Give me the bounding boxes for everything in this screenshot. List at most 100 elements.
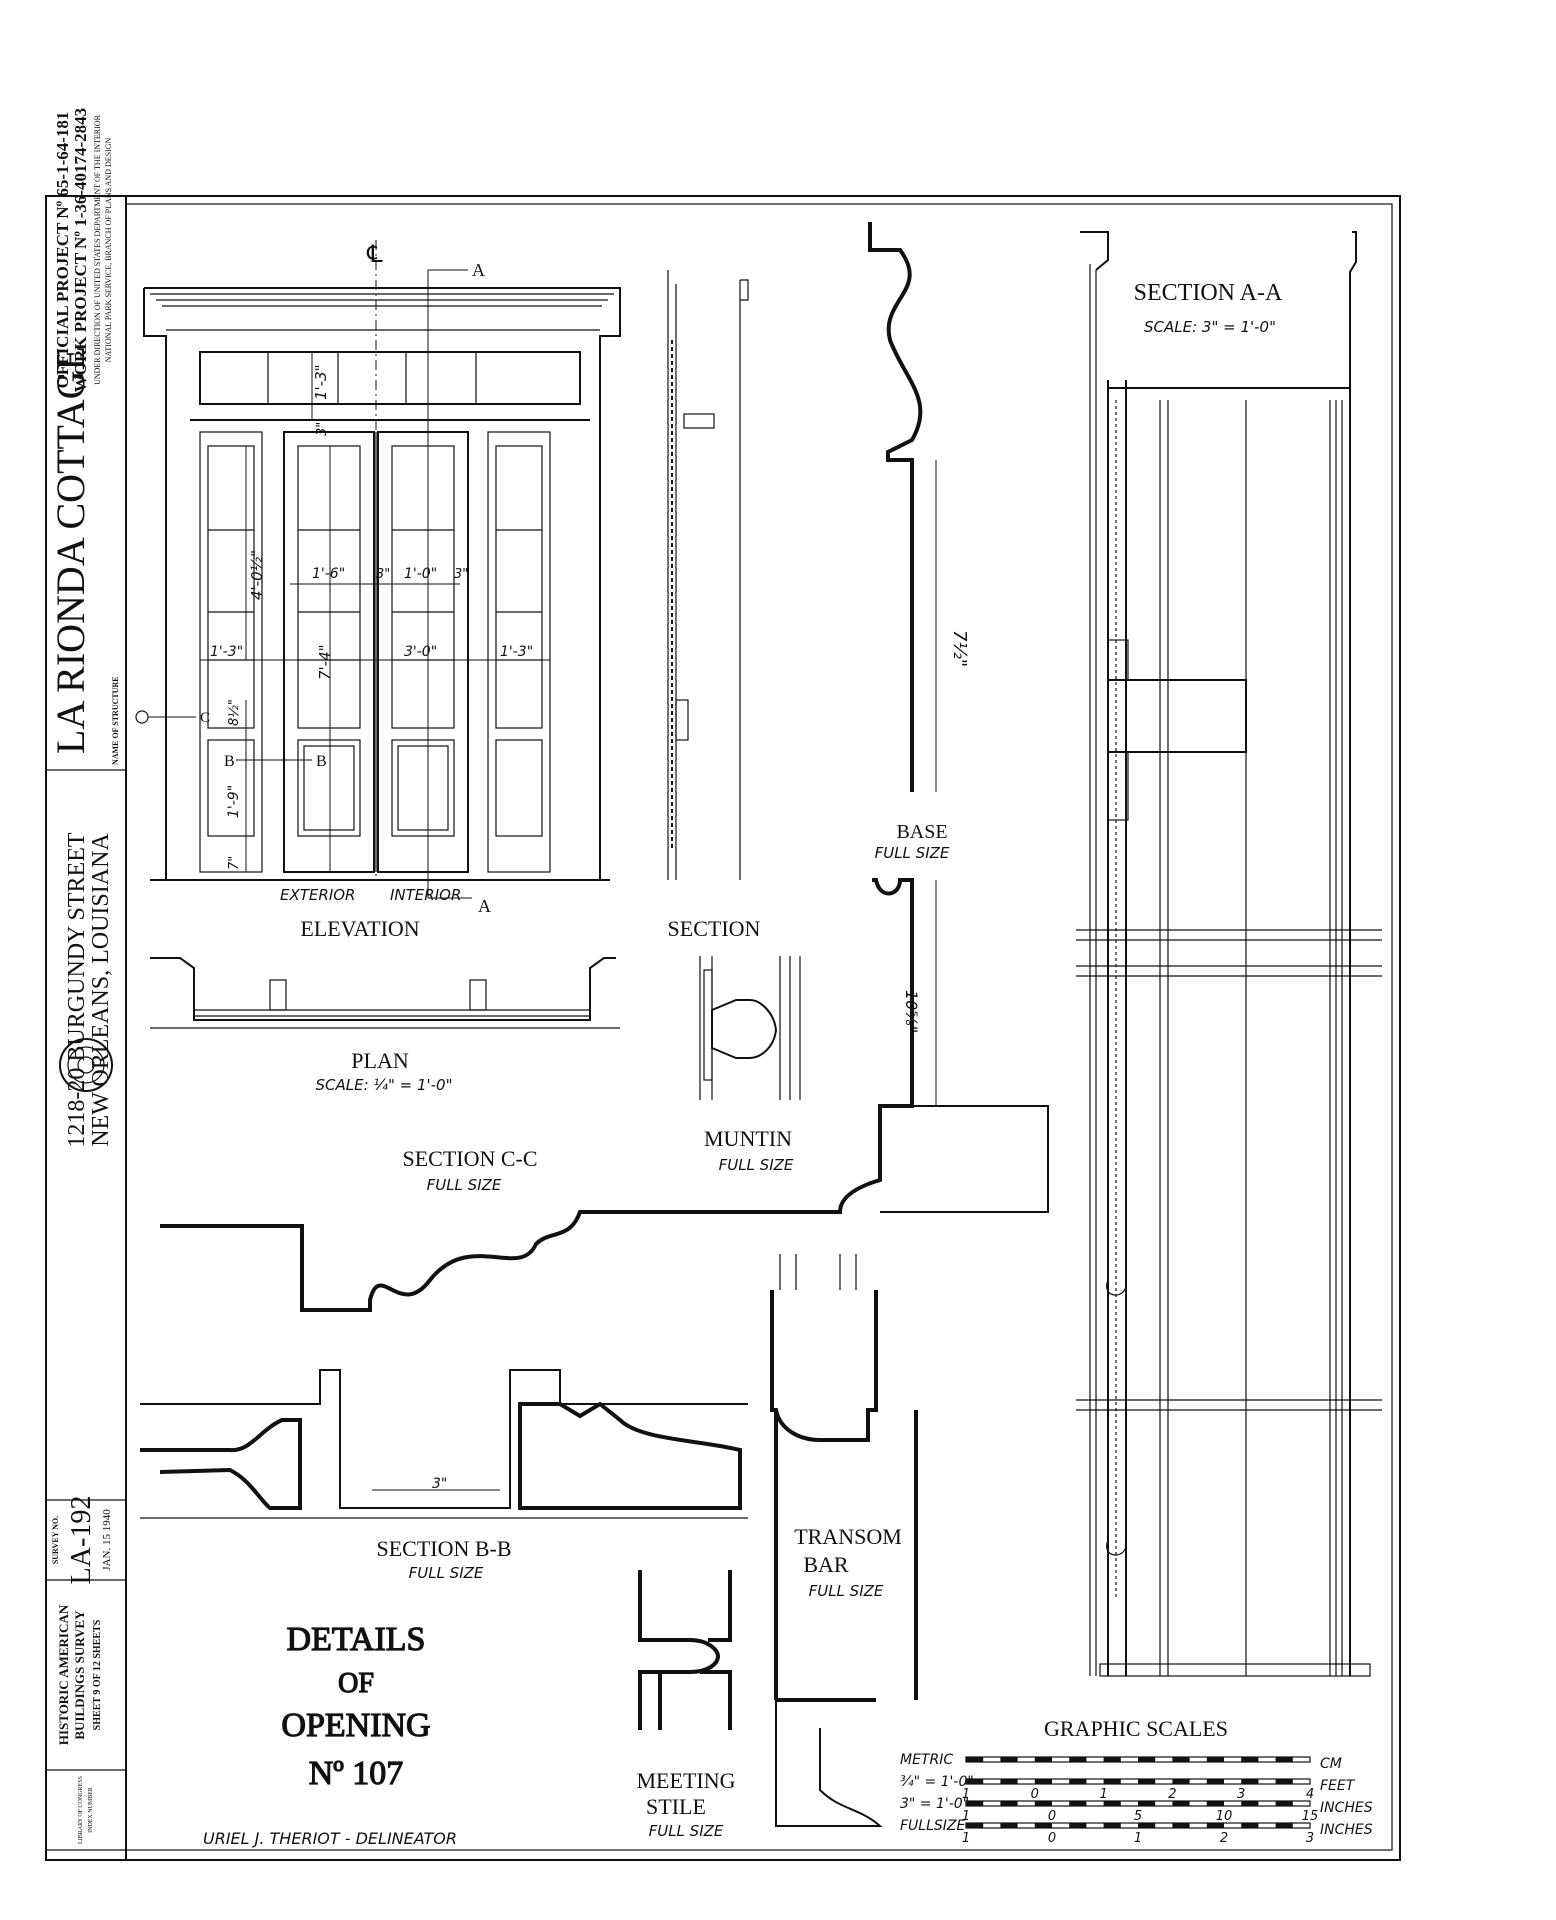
scale-unit: INCHES [1320, 1822, 1373, 1838]
muntin-title: MUNTIN [704, 1126, 792, 1151]
scale-bar-segment [1138, 1801, 1156, 1806]
scale-bar-segment [1069, 1757, 1087, 1762]
scale-bar-segment [1206, 1757, 1224, 1762]
dim-stile-3b: 3" [454, 567, 468, 582]
project-line-2: WORK PROJECT Nº 1-36-40174-2843 [71, 108, 90, 392]
dim-panel-1-6: 1'-6" [312, 566, 345, 582]
index-line-2: INDEX NUMBER [88, 1787, 94, 1833]
dim-transom-gap: 3" [315, 422, 330, 436]
dim-side-right: 1'-3" [500, 644, 533, 660]
scale-bar-segment [1241, 1757, 1259, 1762]
scale-bar-segment [1275, 1823, 1293, 1828]
scale-bar-segment [1206, 1801, 1224, 1806]
meeting-title-line-1: MEETING [637, 1768, 736, 1793]
scale-tick-label: 3 [1306, 1831, 1314, 1846]
base-scale: FULL SIZE [875, 844, 950, 862]
structure-caption: NAME OF STRUCTURE [111, 676, 120, 765]
elevation-view: ℄ A A B B C 1'-3" 3" 4'-0½" 1'-6" 3" 1'-… [135, 240, 621, 916]
plan-title: PLAN [351, 1048, 409, 1073]
scale-bar-segment [1103, 1823, 1121, 1828]
scale-bar-segment [1034, 1779, 1052, 1784]
scale-unit: INCHES [1320, 1800, 1373, 1816]
cut-a-top: A [472, 260, 485, 280]
scale-label: ¾" = 1'-0" [900, 1774, 974, 1790]
section-cc-title: SECTION C-C [402, 1146, 537, 1171]
direction-line-1: UNDER DIRECTION OF UNITED STATES DEPARTM… [93, 114, 102, 385]
section-bb-title: SECTION B-B [376, 1536, 511, 1561]
plan-view [150, 957, 620, 1029]
scale-bar-segment [1275, 1779, 1293, 1784]
scale-bar-segment [1034, 1823, 1052, 1828]
scale-tick-label: 3 [1237, 1787, 1245, 1802]
scale-tick-label: 5 [1134, 1809, 1142, 1824]
plan-scale: SCALE: ¼" = 1'-0" [316, 1076, 453, 1094]
muntin-scale: FULL SIZE [719, 1156, 794, 1174]
scale-bar-segment [1103, 1757, 1121, 1762]
inner-border [125, 203, 1393, 1851]
sheet-info: SHEET 9 OF 12 SHEETS [92, 1619, 103, 1730]
cut-b-left: B [224, 753, 235, 770]
exterior-label: EXTERIOR [280, 886, 355, 904]
transom-scale: FULL SIZE [809, 1582, 884, 1600]
cut-a-bottom: A [478, 896, 491, 916]
agency-line-2: BUILDINGS SURVEY [72, 1610, 87, 1740]
centerline-mark: ℄ [364, 240, 386, 268]
scale-bar-segment [1241, 1801, 1259, 1806]
section-view [667, 270, 749, 880]
transom-title-line-2: BAR [803, 1552, 849, 1577]
jamb-profile: 10⅝" [160, 878, 1049, 1312]
scale-bar-segment [1103, 1779, 1121, 1784]
dim-panel-1-0: 1'-0" [404, 566, 437, 582]
scale-bar-segment [1103, 1801, 1121, 1806]
scale-bar-segment [1069, 1779, 1087, 1784]
cut-c: C [200, 710, 210, 726]
dim-side-left: 1'-3" [210, 644, 243, 660]
delineator: URIEL J. THERIOT - DELINEATOR [203, 1829, 457, 1848]
interior-label: INTERIOR [390, 886, 461, 904]
scale-bar-segment [966, 1823, 984, 1828]
dim-rail: 8½" [227, 699, 242, 726]
meeting-title-line-2: STILE [646, 1794, 706, 1819]
meeting-scale: FULL SIZE [649, 1822, 724, 1840]
scale-bar-segment [1000, 1779, 1018, 1784]
dim-bottom-rail: 7" [227, 856, 242, 870]
transom-bar-detail [770, 1254, 918, 1827]
scale-bar-segment [1034, 1757, 1052, 1762]
scale-bar-segment [1241, 1779, 1259, 1784]
scale-bar-segment [1206, 1823, 1224, 1828]
section-aa-view [1076, 231, 1382, 1677]
base-title: BASE [896, 821, 947, 843]
scale-bar-segment [966, 1757, 984, 1762]
scale-tick-label: 1 [1099, 1787, 1107, 1802]
scale-tick-label: 1 [962, 1787, 970, 1802]
dim-jamb-depth: 10⅝" [902, 990, 921, 1033]
hsb-seal [59, 1038, 113, 1092]
scale-bar-segment [1206, 1779, 1224, 1784]
dim-stile-3a: 3" [376, 567, 390, 582]
cut-b-right: B [316, 753, 327, 770]
direction-line-2: NATIONAL PARK SERVICE, BRANCH OF PLANS A… [104, 137, 113, 362]
scale-bar-segment [1000, 1757, 1018, 1762]
scale-bar-segment [1069, 1823, 1087, 1828]
scale-tick-label: 2 [1168, 1787, 1176, 1802]
survey-number: LA-192 [66, 1496, 97, 1585]
section-bb-view: 3" [140, 1369, 748, 1519]
scale-tick-label: 1 [962, 1831, 970, 1846]
section-cc-scale: FULL SIZE [427, 1176, 502, 1194]
scale-unit: CM [1320, 1756, 1342, 1772]
details-title-line-2: OF [338, 1668, 374, 1699]
scale-tick-label: 2 [1220, 1831, 1228, 1846]
scale-bar-segment [1241, 1823, 1259, 1828]
scale-bar-segment [966, 1801, 984, 1806]
details-title-line-1: DETAILS [287, 1621, 426, 1658]
dim-bb-gap: 3" [432, 1476, 447, 1492]
scale-unit: FEET [1320, 1778, 1356, 1794]
scale-label: FULLSIZE [900, 1818, 966, 1834]
agency-line-1: HISTORIC AMERICAN [56, 1604, 71, 1745]
title-block: OFFICIAL PROJECT Nº 65-1-64-181 WORK PRO… [46, 108, 126, 1851]
graphic-scales-title: GRAPHIC SCALES [1044, 1716, 1228, 1741]
survey-date: JAN. 15 1940 [101, 1509, 113, 1571]
address-line-2: NEW ORLEANS, LOUISIANA [88, 833, 114, 1147]
